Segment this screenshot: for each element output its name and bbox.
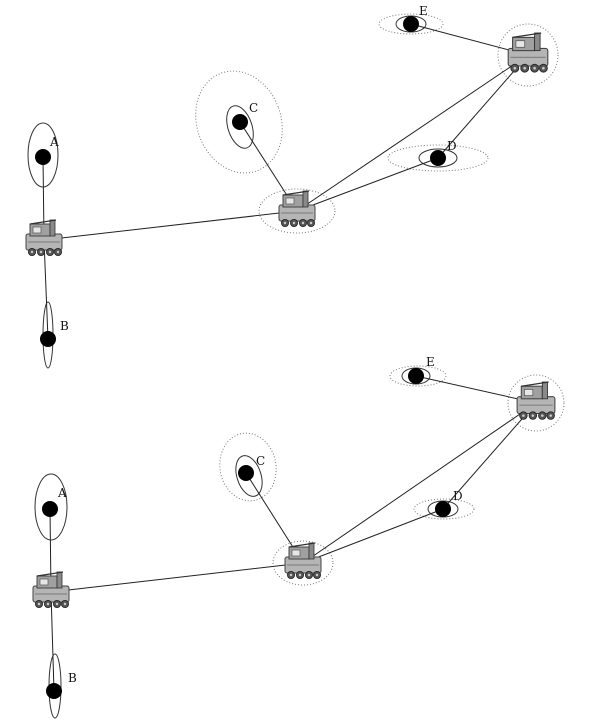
top-landmark-b-label: B [60, 319, 69, 333]
top-link-r2-d [296, 157, 439, 212]
top-landmark-d-uncertainty-dot [387, 144, 489, 172]
bottom-link-r2-r3 [302, 402, 537, 564]
bottom-landmark-d [435, 501, 451, 517]
uncertainty-layer [27, 13, 565, 719]
top-landmark-a-label: A [49, 135, 59, 149]
bottom-landmark-e-label: E [426, 355, 435, 369]
bottom-landmark-e [408, 368, 424, 384]
bottom-robot-r2-uncertainty [272, 540, 334, 586]
bottom-landmark-a [42, 501, 58, 517]
bottom-link-e-r3 [415, 375, 537, 404]
top-landmark-d-label: D [447, 139, 457, 153]
top-landmark-d-uncertainty-solid [418, 148, 458, 168]
bottom-landmark-a-label: A [57, 486, 67, 500]
bottom-link-d-r3 [442, 402, 537, 510]
robot-vehicle-icon [32, 571, 70, 608]
top-landmark-a [35, 149, 51, 165]
top-landmark-c-uncertainty-dot [195, 70, 283, 174]
bottom-landmark-c-uncertainty-dot [219, 432, 277, 502]
bottom-landmark-b [46, 683, 62, 699]
top-landmark-c [232, 114, 248, 130]
top-link-r1-b [43, 239, 49, 340]
top-landmark-c-uncertainty-solid [226, 105, 254, 149]
bottom-landmark-e-uncertainty-dot [389, 365, 447, 387]
landmark-layer: A B C D E A B C D E [35, 4, 463, 699]
robot-vehicle-icon [284, 542, 322, 579]
robot-vehicle-icon [278, 190, 316, 227]
robot-vehicle-icon [507, 32, 549, 73]
bottom-landmark-c [238, 465, 254, 481]
top-landmark-e [403, 16, 419, 32]
bottom-landmark-c-uncertainty-solid [235, 455, 263, 497]
bottom-link-r2-d [302, 508, 444, 564]
bottom-link-r1-b [50, 591, 55, 692]
bottom-landmark-c-label: C [256, 454, 265, 468]
robot-vehicle-icon [25, 219, 63, 256]
top-link-r1-r2 [43, 210, 298, 241]
top-link-r2-r3 [296, 54, 529, 212]
robot-vehicle-icon [516, 381, 556, 420]
bottom-landmark-b-label: B [68, 671, 77, 685]
top-landmark-e-uncertainty-dot [378, 13, 444, 35]
bottom-landmark-a-uncertainty-solid [34, 473, 68, 541]
connection-layer [42, 23, 537, 692]
top-landmark-d [430, 150, 446, 166]
top-landmark-e-label: E [419, 4, 428, 18]
top-robot-r2-uncertainty [258, 188, 336, 234]
bottom-landmark-d-uncertainty-dot [413, 498, 475, 520]
bottom-link-r1-r2 [50, 562, 304, 593]
top-landmark-b [40, 331, 56, 347]
robot-layer [25, 32, 556, 608]
top-robot-r3-uncertainty [497, 23, 559, 87]
bottom-robot-r3-uncertainty [507, 374, 565, 432]
bottom-landmark-d-label: D [453, 489, 463, 503]
top-landmark-c-label: C [249, 101, 258, 115]
